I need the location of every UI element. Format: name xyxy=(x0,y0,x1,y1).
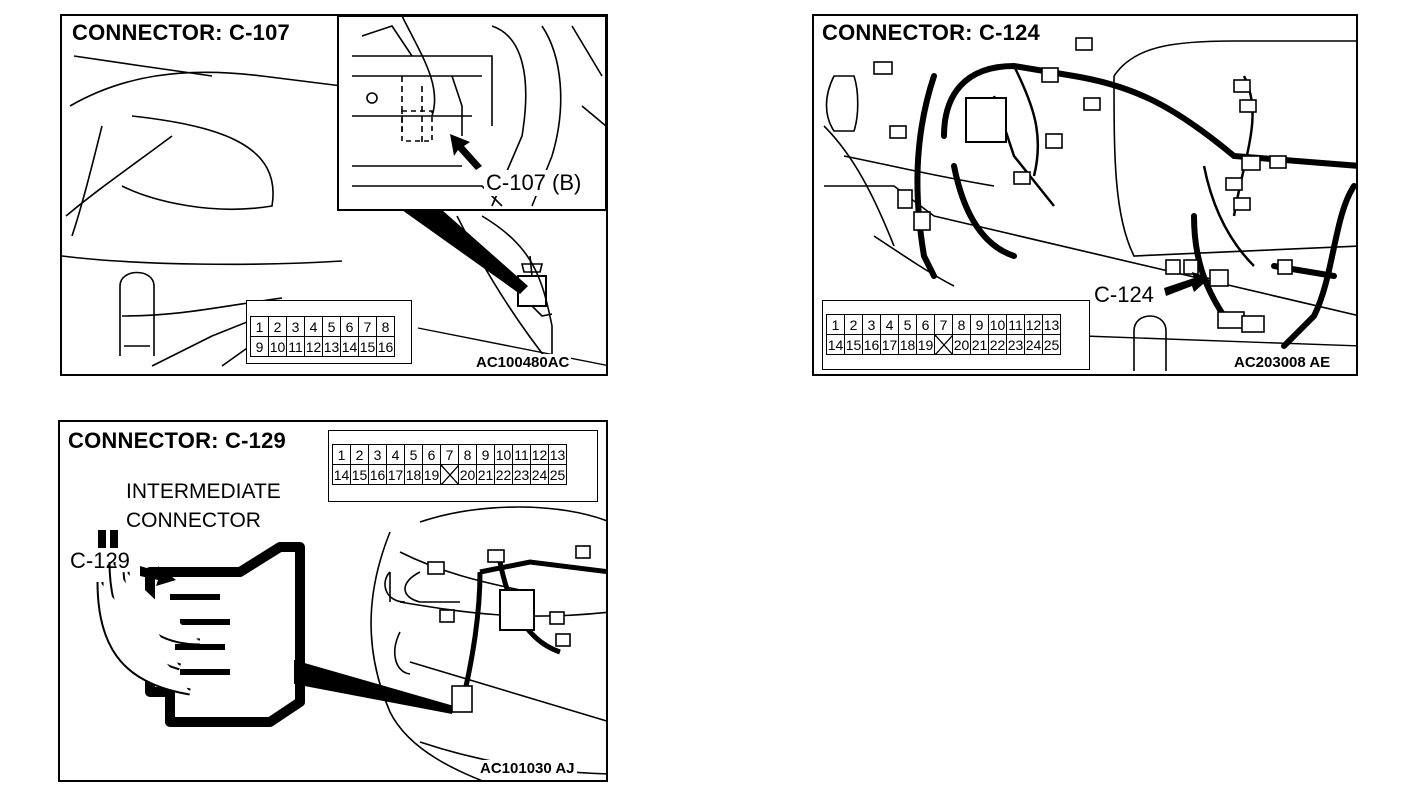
c129-pin-cell: 11 xyxy=(512,444,531,465)
c129-pin-unused xyxy=(440,464,459,485)
c129-connector-label: CONNECTOR xyxy=(126,509,261,532)
c129-pin-cell: 16 xyxy=(368,464,387,485)
c124-pin-cell: 3 xyxy=(862,314,881,335)
c124-title: CONNECTOR: C-124 xyxy=(820,20,1042,46)
c107-pin-cell: 14 xyxy=(340,336,359,357)
c124-pin-cell: 1 xyxy=(826,314,845,335)
c129-pin-cell: 5 xyxy=(404,444,423,465)
c107-pin-cell: 10 xyxy=(268,336,287,357)
c124-pin-cell: 12 xyxy=(1024,314,1043,335)
c124-pin-cell: 14 xyxy=(826,334,845,355)
c129-pin-cell: 9 xyxy=(476,444,495,465)
c107-pin-cell: 7 xyxy=(358,316,377,337)
c129-pin-cell: 23 xyxy=(512,464,531,485)
c129-title: CONNECTOR: C-129 xyxy=(66,428,288,454)
c107-pin-cell: 15 xyxy=(358,336,377,357)
c124-pin-cell: 21 xyxy=(970,334,989,355)
c129-pin-cell: 1 xyxy=(332,444,351,465)
c129-pin-cell: 2 xyxy=(350,444,369,465)
c129-connector-illustration xyxy=(96,506,606,780)
c124-pin-cell: 6 xyxy=(916,314,935,335)
c124-pin-cell: 18 xyxy=(898,334,917,355)
c124-pin-cell: 8 xyxy=(952,314,971,335)
c124-pin-cell: 13 xyxy=(1042,314,1061,335)
c124-pin-cell: 22 xyxy=(988,334,1007,355)
c129-pin-cell: 20 xyxy=(458,464,477,485)
c107-figure-code: AC100480AC xyxy=(474,354,572,371)
c129-intermediate-label: INTERMEDIATE xyxy=(126,480,281,503)
c107-pin-cell: 6 xyxy=(340,316,359,337)
c129-pin-cell: 6 xyxy=(422,444,441,465)
c124-pin-unused xyxy=(934,334,953,355)
c124-pin-cell: 24 xyxy=(1024,334,1043,355)
c124-pin-cell: 25 xyxy=(1042,334,1061,355)
c129-pin-cell: 4 xyxy=(386,444,405,465)
c124-pin-cell: 9 xyxy=(970,314,989,335)
c129-pin-cell: 25 xyxy=(548,464,567,485)
c124-pin-cell: 4 xyxy=(880,314,899,335)
c129-pin-cell: 3 xyxy=(368,444,387,465)
c107-pin-cell: 11 xyxy=(286,336,305,357)
c129-pin-cell: 21 xyxy=(476,464,495,485)
c107-pin-cell: 4 xyxy=(304,316,323,337)
c124-callout-label: C-124 xyxy=(1092,282,1156,308)
c107-pin-cell: 3 xyxy=(286,316,305,337)
c107-pin-cell: 12 xyxy=(304,336,323,357)
c124-figure-code: AC203008 AE xyxy=(1232,354,1333,371)
c107-pin-cell: 5 xyxy=(322,316,341,337)
c107-pin-cell: 1 xyxy=(250,316,269,337)
c129-figure-code: AC101030 AJ xyxy=(478,760,577,777)
c107-pin-cell: 13 xyxy=(322,336,341,357)
c124-pin-cell: 17 xyxy=(880,334,899,355)
c124-pin-cell: 11 xyxy=(1006,314,1025,335)
c129-pin-cell: 19 xyxy=(422,464,441,485)
c124-pin-cell: 23 xyxy=(1006,334,1025,355)
c107-pin-cell: 16 xyxy=(376,336,395,357)
c124-pin-cell: 20 xyxy=(952,334,971,355)
c107-pin-cell: 2 xyxy=(268,316,287,337)
c129-pin-cell: 17 xyxy=(386,464,405,485)
c129-pin-cell: 7 xyxy=(440,444,459,465)
connector-c129-panel: CONNECTOR: C-129 INTERMEDIATE CONNECTOR … xyxy=(58,420,608,782)
c124-pin-cell: 5 xyxy=(898,314,917,335)
c129-pin-cell: 22 xyxy=(494,464,513,485)
c124-pin-cell: 10 xyxy=(988,314,1007,335)
c124-pin-cell: 7 xyxy=(934,314,953,335)
c129-pin-cell: 15 xyxy=(350,464,369,485)
c107-title: CONNECTOR: C-107 xyxy=(70,20,292,46)
c129-pin-cell: 8 xyxy=(458,444,477,465)
c124-pin-cell: 15 xyxy=(844,334,863,355)
c129-callout-label: C-129 xyxy=(70,548,130,573)
c129-pin-cell: 14 xyxy=(332,464,351,485)
c124-pin-cell: 2 xyxy=(844,314,863,335)
c129-pin-cell: 24 xyxy=(530,464,549,485)
c124-pin-cell: 19 xyxy=(916,334,935,355)
c107-pin-cell: 9 xyxy=(250,336,269,357)
c129-pin-cell: 10 xyxy=(494,444,513,465)
c124-harness-illustration xyxy=(823,37,1356,371)
c129-pin-cell: 13 xyxy=(548,444,567,465)
c107-callout-label: C-107 (B) xyxy=(484,170,584,196)
c129-pin-cell: 12 xyxy=(530,444,549,465)
c107-pin-cell: 8 xyxy=(376,316,395,337)
c129-pin-cell: 18 xyxy=(404,464,423,485)
c124-pin-cell: 16 xyxy=(862,334,881,355)
